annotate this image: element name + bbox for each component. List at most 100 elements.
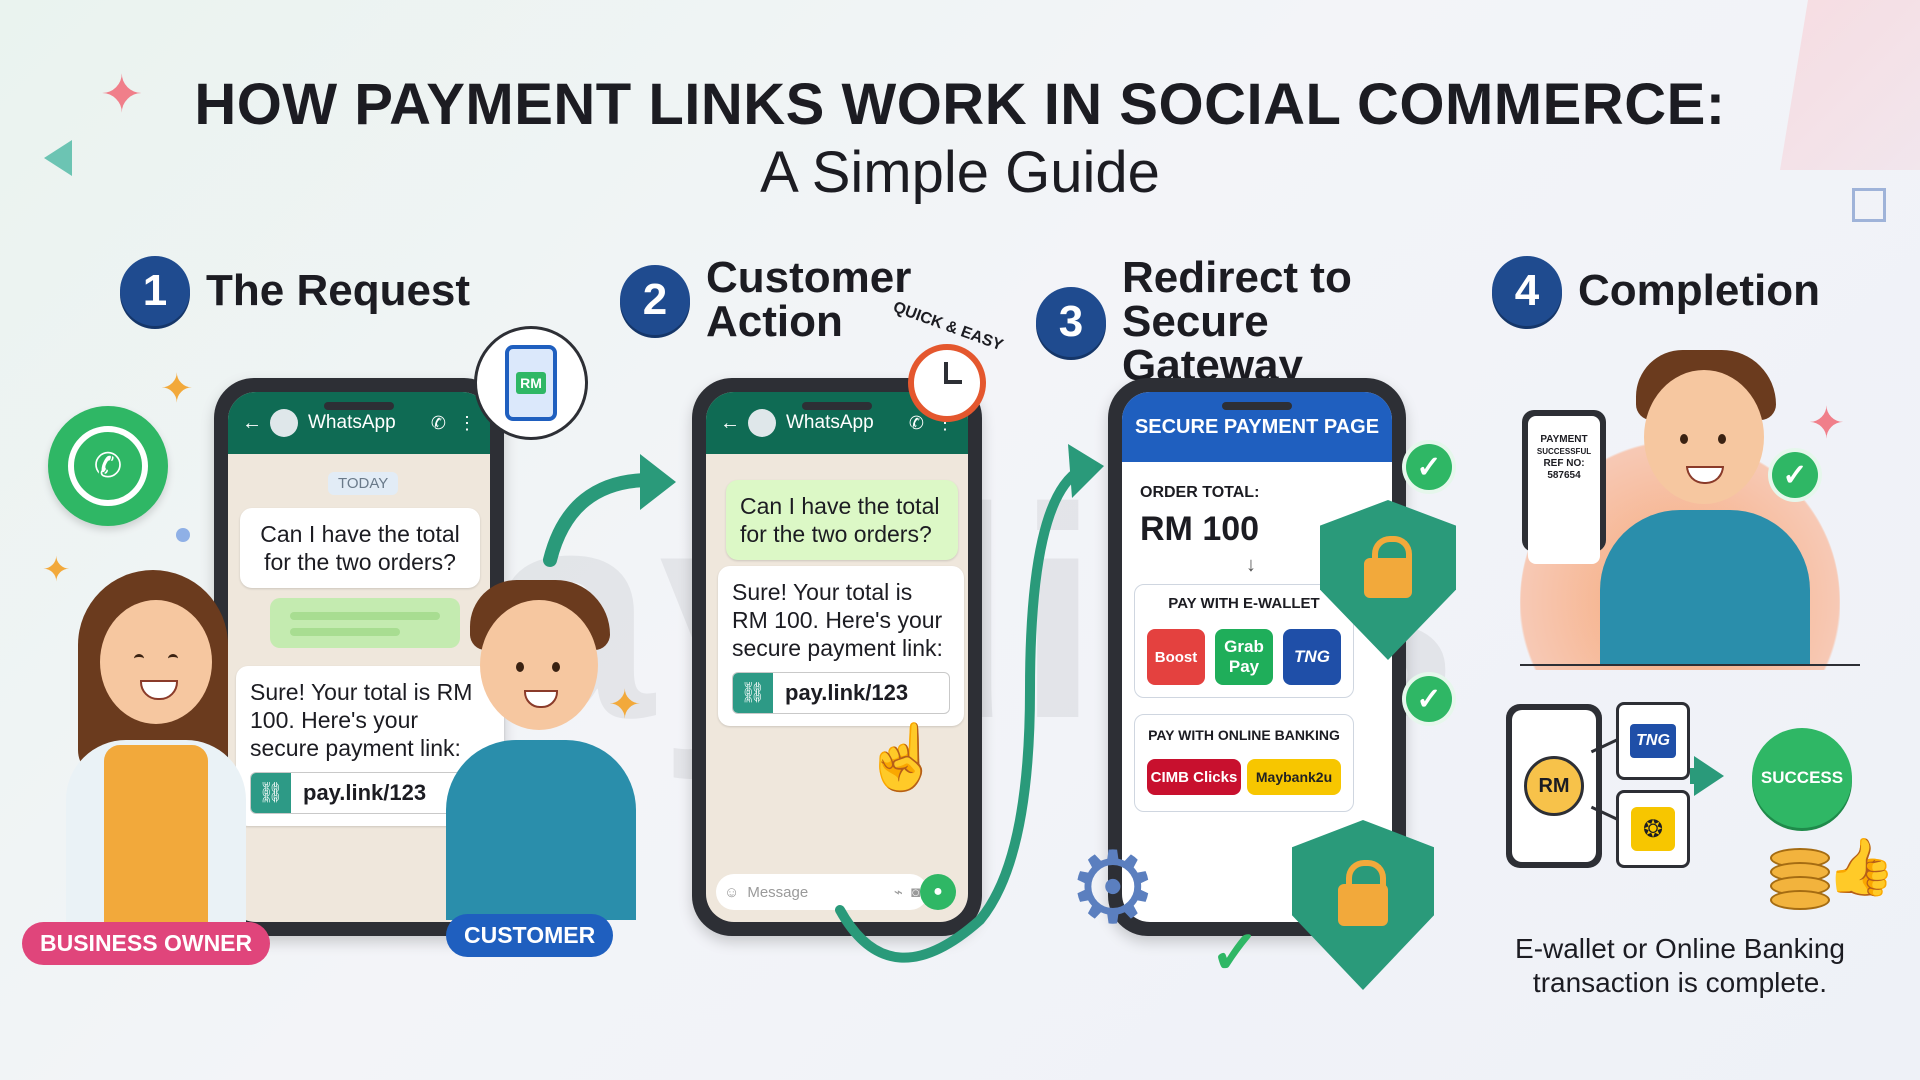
- security-shield-icon: [1292, 820, 1434, 990]
- rm-coin: RM: [1524, 756, 1584, 816]
- camera-icon[interactable]: ◙: [910, 883, 920, 901]
- grabpay-option[interactable]: Grab Pay: [1215, 629, 1273, 685]
- arrow-step1-to-step2: [543, 454, 676, 567]
- payment-link-text: pay.link/123: [303, 780, 427, 805]
- step-3-heading: 3 Redirect to Secure Gateway: [1036, 256, 1452, 388]
- chat-app-name: WhatsApp: [308, 412, 396, 433]
- business-owner-illustration: [56, 570, 256, 930]
- tng-label: TNG: [1630, 724, 1676, 758]
- emoji-icon[interactable]: ☺: [724, 883, 740, 901]
- mic-button[interactable]: ●: [920, 874, 956, 910]
- tap-hand-icon: ☝: [862, 721, 942, 793]
- bg-square-outline: [1852, 188, 1886, 222]
- phone-1-screen: ← WhatsApp ✆ ⋮ TODAY: [228, 392, 490, 922]
- phone-notch: [324, 402, 394, 410]
- check-icon: ✓: [1406, 676, 1452, 722]
- arrow-step2-to-step3: [835, 444, 1104, 963]
- banking-label: PAY WITH ONLINE BANKING: [1148, 727, 1340, 743]
- bg-corner-pink: [1780, 0, 1920, 170]
- customer-success-illustration: [1580, 350, 1820, 666]
- title-line-2: A Simple Guide: [760, 140, 1160, 205]
- page-title: HOW PAYMENT LINKS WORK IN SOCIAL COMMERC…: [0, 70, 1920, 206]
- chat-bubble-owner: Sure! Your total is RM 100. Here's your …: [718, 566, 964, 726]
- sparkle-icon: ✦: [42, 551, 71, 589]
- step-4-number: 4: [1492, 256, 1562, 326]
- success-circle: SUCCESS: [1752, 728, 1852, 828]
- divider-line: [1520, 664, 1860, 666]
- chat-header: ← WhatsApp ✆ ⋮: [228, 392, 490, 454]
- receipt-line-4: 587654: [1547, 470, 1581, 481]
- cimb-clicks-option[interactable]: CIMB Clicks: [1147, 759, 1241, 795]
- coins-icon: [1770, 848, 1830, 912]
- rm-phone: RM: [1506, 704, 1602, 868]
- phone-call-icon[interactable]: ✆: [908, 412, 924, 433]
- tng-card: TNG: [1616, 702, 1690, 780]
- link-icon: ⛓: [251, 773, 291, 813]
- ewallet-card: PAY WITH E-WALLET Boost Grab Pay TNG: [1134, 584, 1354, 698]
- receipt-line-2: SUCCESSFUL: [1536, 447, 1592, 456]
- check-icon: ✓: [1210, 919, 1261, 986]
- step-1-label: The Request: [206, 266, 471, 315]
- business-owner-badge: BUSINESS OWNER: [22, 922, 271, 965]
- title-line-1: HOW PAYMENT LINKS WORK IN SOCIAL COMMERC…: [194, 72, 1726, 137]
- maybank2u-option[interactable]: Maybank2u: [1247, 759, 1341, 795]
- dot-icon: [176, 528, 190, 542]
- tng-option[interactable]: TNG: [1283, 629, 1341, 685]
- step-4-label: Completion: [1578, 266, 1820, 315]
- sparkle-icon: ✦: [608, 683, 642, 727]
- boost-option[interactable]: Boost: [1147, 629, 1205, 685]
- step-1-heading: 1 The Request: [120, 256, 470, 326]
- rm-bubble-icon: RM: [474, 326, 588, 440]
- payment-link[interactable]: ⛓ pay.link/123: [732, 672, 950, 714]
- customer-badge: CUSTOMER: [446, 914, 614, 957]
- bg-sparkle-pink: ✦: [100, 66, 144, 124]
- back-arrow-icon[interactable]: ←: [720, 411, 740, 434]
- arrow-shaft: [1690, 768, 1700, 784]
- order-total-label: ORDER TOTAL:: [1140, 484, 1260, 501]
- step-4-heading: 4 Completion: [1492, 256, 1820, 326]
- avatar: [270, 409, 298, 437]
- check-icon: ✓: [1772, 452, 1818, 498]
- avatar: [748, 409, 776, 437]
- phone-notch: [1222, 402, 1292, 410]
- phone-1: ← WhatsApp ✆ ⋮ TODAY: [214, 378, 504, 936]
- phone-3: SECURE PAYMENT PAGE ORDER TOTAL: RM 100 …: [1108, 378, 1406, 936]
- more-options-icon[interactable]: ⋮: [458, 412, 476, 433]
- payment-link-text: pay.link/123: [785, 680, 909, 705]
- receipt-line-1: PAYMENT: [1540, 434, 1588, 445]
- rm-icon-text: RM: [516, 372, 546, 394]
- step-2-label: Customer Action: [706, 253, 912, 346]
- customer-illustration: [440, 580, 640, 920]
- ewallet-label: PAY WITH E-WALLET: [1168, 595, 1320, 612]
- down-arrow-icon: ↓: [1246, 554, 1256, 576]
- receipt-line-3: REF NO:: [1543, 458, 1585, 469]
- link-icon: ⛓: [733, 673, 773, 713]
- owner-reply-text: Sure! Your total is RM 100. Here's your …: [250, 679, 473, 761]
- payment-page-screen: SECURE PAYMENT PAGE ORDER TOTAL: RM 100 …: [1122, 392, 1392, 922]
- phone-notch: [802, 402, 872, 410]
- sparkle-icon: ✦: [160, 367, 194, 411]
- order-total-value: RM 100: [1140, 510, 1260, 548]
- completion-caption: E-wallet or Online Banking transaction i…: [1515, 933, 1845, 998]
- whatsapp-logo-icon: ✆: [48, 406, 168, 526]
- placeholder-bubble: [270, 598, 460, 648]
- chat-bubble-customer: Can I have the total for the two orders?: [726, 480, 958, 560]
- chat-bubble-owner: Sure! Your total is RM 100. Here's your …: [236, 666, 504, 826]
- thumbs-up-icon: 👍: [1826, 835, 1896, 898]
- chat-bubble-customer: Can I have the total for the two orders?: [240, 508, 480, 588]
- message-input-bar[interactable]: ☺ Message ⌁ ◙: [716, 874, 928, 910]
- attach-icon[interactable]: ⌁: [893, 884, 903, 901]
- phone-call-icon[interactable]: ✆: [430, 412, 446, 433]
- clock-icon: [908, 344, 986, 422]
- step-3-number: 3: [1036, 287, 1106, 357]
- back-arrow-icon[interactable]: ←: [242, 411, 262, 434]
- banking-card: PAY WITH ONLINE BANKING CIMB Clicks Mayb…: [1134, 714, 1354, 812]
- bg-triangle-teal: [44, 140, 72, 176]
- step-3-label: Redirect to Secure Gateway: [1122, 253, 1352, 390]
- date-chip: TODAY: [328, 472, 399, 495]
- chat-app-name: WhatsApp: [786, 412, 874, 433]
- owner-reply-text: Sure! Your total is RM 100. Here's your …: [732, 579, 943, 661]
- step-1-number: 1: [120, 256, 190, 326]
- check-icon: ✓: [1406, 444, 1452, 490]
- sparkle-icon: ✦: [1808, 399, 1845, 448]
